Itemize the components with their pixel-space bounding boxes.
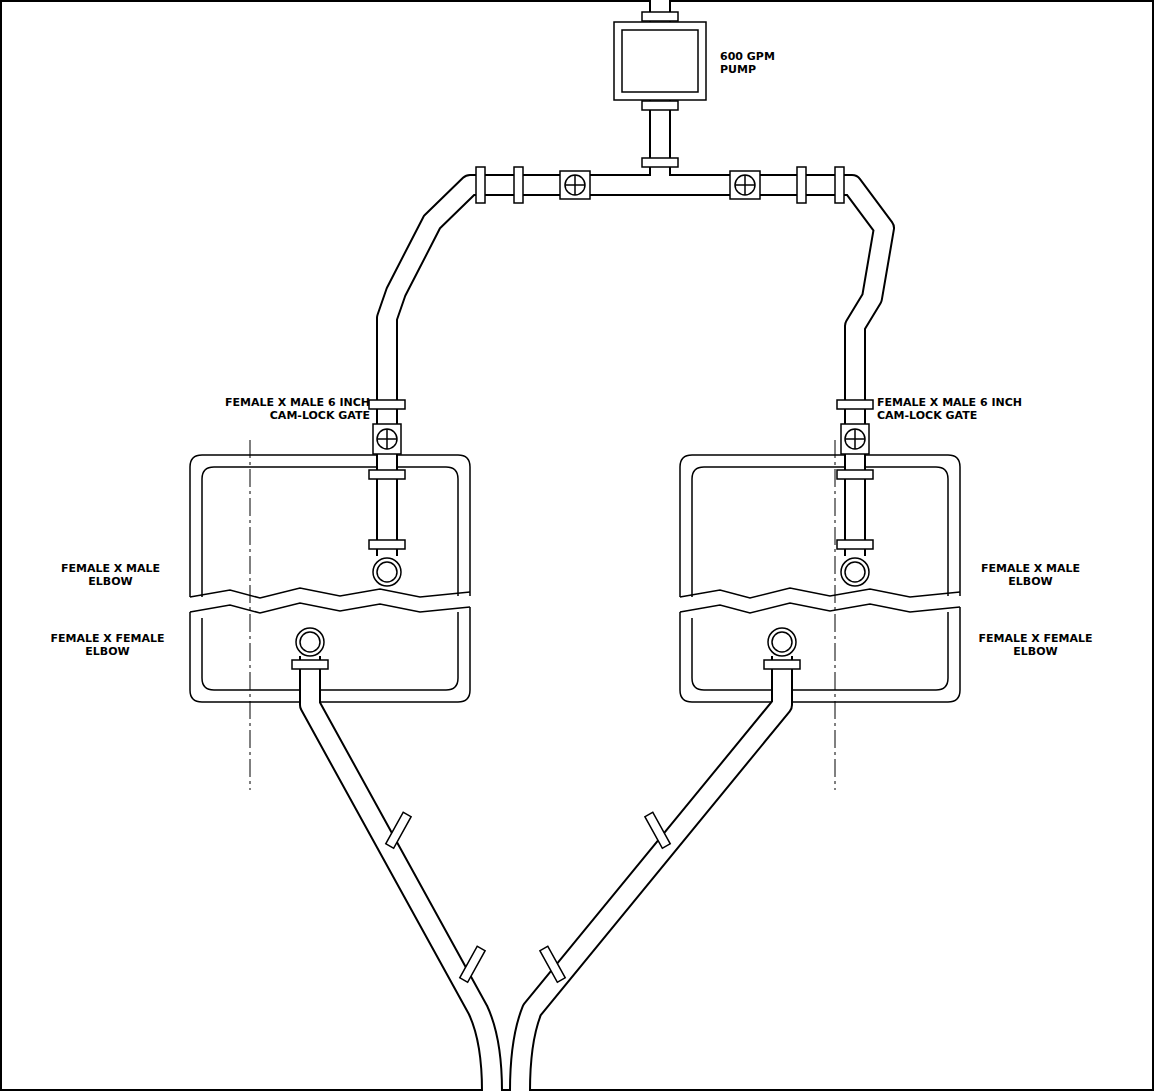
- gate-valves: [373, 171, 869, 454]
- callout-label: FEMALE X MALE ELBOW: [968, 562, 1093, 588]
- callout-label: FEMALE X MALE 6 INCH CAM-LOCK GATE: [205, 396, 370, 422]
- callout-label: FEMALE X FEMALE ELBOW: [968, 632, 1103, 658]
- cam-lock-couplings: [292, 12, 873, 982]
- pipes: [310, 0, 884, 1091]
- callout-label: FEMALE X MALE 6 INCH CAM-LOCK GATE: [877, 396, 1052, 422]
- callout-label: FEMALE X MALE ELBOW: [48, 562, 173, 588]
- callout-label: FEMALE X FEMALE ELBOW: [40, 632, 175, 658]
- pump-symbol: [614, 22, 706, 100]
- elbow-ends: [296, 558, 869, 656]
- callout-label: 600 GPM PUMP: [720, 50, 790, 76]
